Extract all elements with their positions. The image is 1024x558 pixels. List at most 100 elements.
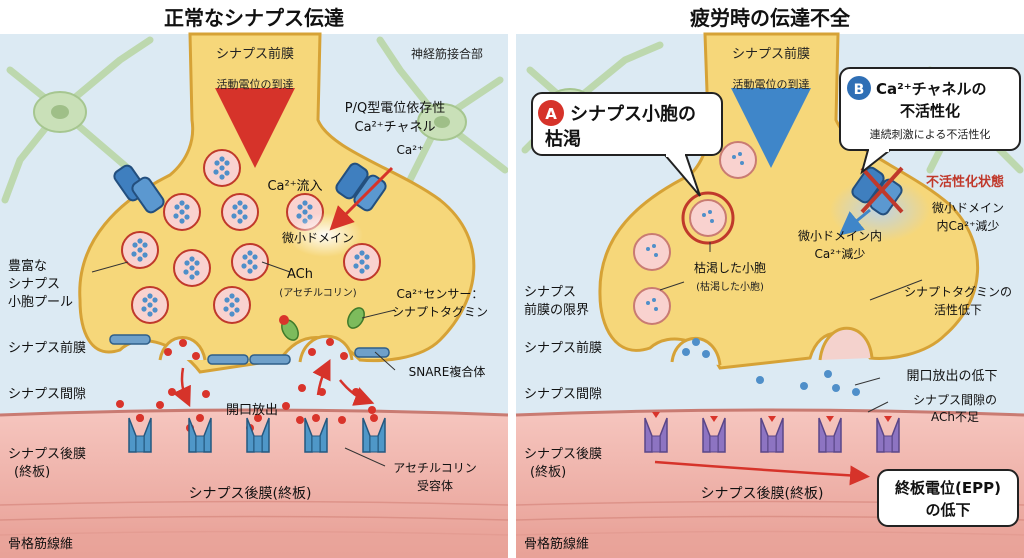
depleted-vesicle — [633, 287, 671, 325]
ca-channel-left-1 — [113, 164, 165, 214]
ach-receptor — [304, 414, 328, 453]
ach-receptor — [128, 414, 152, 453]
ach-molecule — [800, 382, 808, 390]
ca-influx-label: Ca²⁺流入 — [267, 179, 322, 194]
depleted-label-1: 枯渇した小胞 — [694, 260, 766, 275]
ach-molecule — [368, 406, 376, 414]
left-presyn-top: シナプス前膜 — [216, 46, 294, 62]
pq-channel-label-1: P/Q型電位依存性 — [345, 101, 445, 116]
synaptic-vesicle — [163, 193, 201, 231]
ach-molecule — [852, 388, 860, 396]
pq-channel-label-2: Ca²⁺チャネル — [355, 120, 436, 135]
epp-arrow — [654, 460, 870, 486]
callout-b-line2: 不活性化 — [900, 102, 960, 120]
synaptotagmin-left-2 — [347, 307, 365, 329]
ach-molecules-right — [682, 338, 860, 396]
ach-molecule — [179, 339, 187, 347]
depleted-vesicle — [633, 233, 671, 271]
ach-receptors-right — [644, 412, 900, 453]
left-postsyn-side-1: シナプス後膜 — [8, 447, 86, 462]
limit-label-1: シナプス — [524, 285, 576, 300]
left-postsyn-bottom: シナプス後膜(終板) — [189, 486, 312, 502]
ach-molecule — [168, 388, 176, 396]
synaptic-vesicle — [173, 249, 211, 287]
badge-b-circle — [847, 76, 871, 100]
ach-molecule — [282, 402, 290, 410]
left-presyn-side: シナプス前膜 — [8, 340, 86, 356]
right-cleft: シナプス間隙 — [524, 387, 602, 402]
ach-receptor-weak — [876, 416, 900, 453]
ach-molecule — [832, 384, 840, 392]
pool-label-3: 小胞プール — [8, 295, 73, 310]
depleted-vesicle-highlight — [681, 191, 735, 245]
right-postsyn-side-1: シナプス後膜 — [524, 447, 602, 462]
micro-center-1: 微小ドメイン内 — [798, 229, 882, 243]
syt-label-1: シナプトタグミンの — [904, 285, 1012, 299]
inactive-cross — [860, 166, 904, 214]
micro-right-1: 微小ドメイン — [932, 201, 1004, 215]
ach-receptor-weak — [702, 416, 726, 453]
ach-molecule — [756, 376, 764, 384]
ca-influx-arrow — [329, 166, 394, 231]
presynaptic-terminal-left — [78, 32, 476, 374]
ach-molecule — [338, 416, 346, 424]
ach-low-1: シナプス間隙の — [913, 393, 997, 407]
badge-a-circle — [538, 100, 564, 126]
receptor-label-1: アセチルコリン — [393, 461, 477, 475]
ach-receptor — [246, 414, 270, 453]
ach-receptor — [362, 414, 386, 453]
right-presyn-side: シナプス前膜 — [524, 340, 602, 356]
callout-a-line2: 枯渇 — [545, 128, 581, 150]
ach-molecule — [296, 416, 304, 424]
limit-label-2: 前膜の限界 — [524, 302, 589, 318]
callout-b-sub: 連続刺激による不活性化 — [870, 127, 991, 141]
ca-channel-left-2 — [335, 162, 387, 212]
badge-b: B — [854, 82, 865, 98]
ach-receptor — [188, 414, 212, 453]
microdomain-label-left: 微小ドメイン — [282, 231, 354, 245]
right-panel-fatigue: A シナプス小胞の 枯渇 B Ca²⁺チャネルの 不活性化 連続刺激による不活性… — [515, 0, 1024, 558]
ach-molecule — [824, 370, 832, 378]
ach-label: ACh — [287, 267, 313, 282]
depleted-label-2: (枯渇した小胞) — [696, 280, 764, 293]
left-cleft: シナプス間隙 — [8, 387, 86, 402]
depleted-vesicle — [719, 141, 757, 179]
pool-label-1: 豊富な — [8, 258, 47, 274]
ach-molecule — [326, 338, 334, 346]
left-title: 正常なシナプス伝達 — [164, 6, 344, 30]
snare-label: SNARE複合体 — [409, 364, 486, 379]
panel-divider — [508, 0, 516, 558]
presynaptic-terminal-right — [598, 32, 980, 370]
ach-molecule — [116, 400, 124, 408]
ach-molecule — [202, 390, 210, 398]
callout-a-line1: シナプス小胞の — [570, 103, 696, 125]
exo-low-label: 開口放出の低下 — [906, 369, 997, 384]
synaptic-vesicle — [343, 243, 381, 281]
inactive-state-label: 不活性化状態 — [926, 174, 1004, 190]
ach-molecule — [702, 350, 710, 358]
right-muscle-fiber: 骨格筋線維 — [524, 536, 589, 552]
junction-label: 神経筋接合部 — [411, 46, 483, 61]
ach-receptor-weak — [818, 416, 842, 453]
callout-b-line1: Ca²⁺チャネルの — [876, 80, 986, 98]
ach-receptor-weak — [644, 412, 668, 453]
ach-molecule — [192, 352, 200, 360]
callout-b: B Ca²⁺チャネルの 不活性化 連続刺激による不活性化 — [839, 67, 1021, 175]
epp-line2: の低下 — [925, 501, 970, 519]
left-panel-normal: 正常なシナプス伝達 シナプス前膜 神経筋接合部 活動電位の到達 P/Q型電位依存… — [0, 0, 509, 558]
ach-receptor-weak — [760, 416, 784, 453]
ach-fullname: (アセチルコリン) — [279, 287, 357, 299]
ach-molecule — [298, 384, 306, 392]
left-postsyn-side-2: (終板) — [14, 464, 50, 480]
epp-line1: 終板電位(EPP) — [895, 479, 1001, 497]
callout-a: A シナプス小胞の 枯渇 — [531, 92, 723, 197]
depleted-vesicle — [689, 199, 727, 237]
syt-label-2: 活性低下 — [934, 303, 982, 317]
badge-a: A — [545, 105, 557, 123]
snare-proteins-left — [109, 334, 390, 365]
sensor-label-2: シナプトタグミン — [392, 305, 488, 319]
left-ap-arrival: 活動電位の到達 — [217, 77, 294, 91]
exocytosis-label: 開口放出 — [226, 403, 278, 418]
pool-label-2: シナプス — [8, 277, 60, 292]
